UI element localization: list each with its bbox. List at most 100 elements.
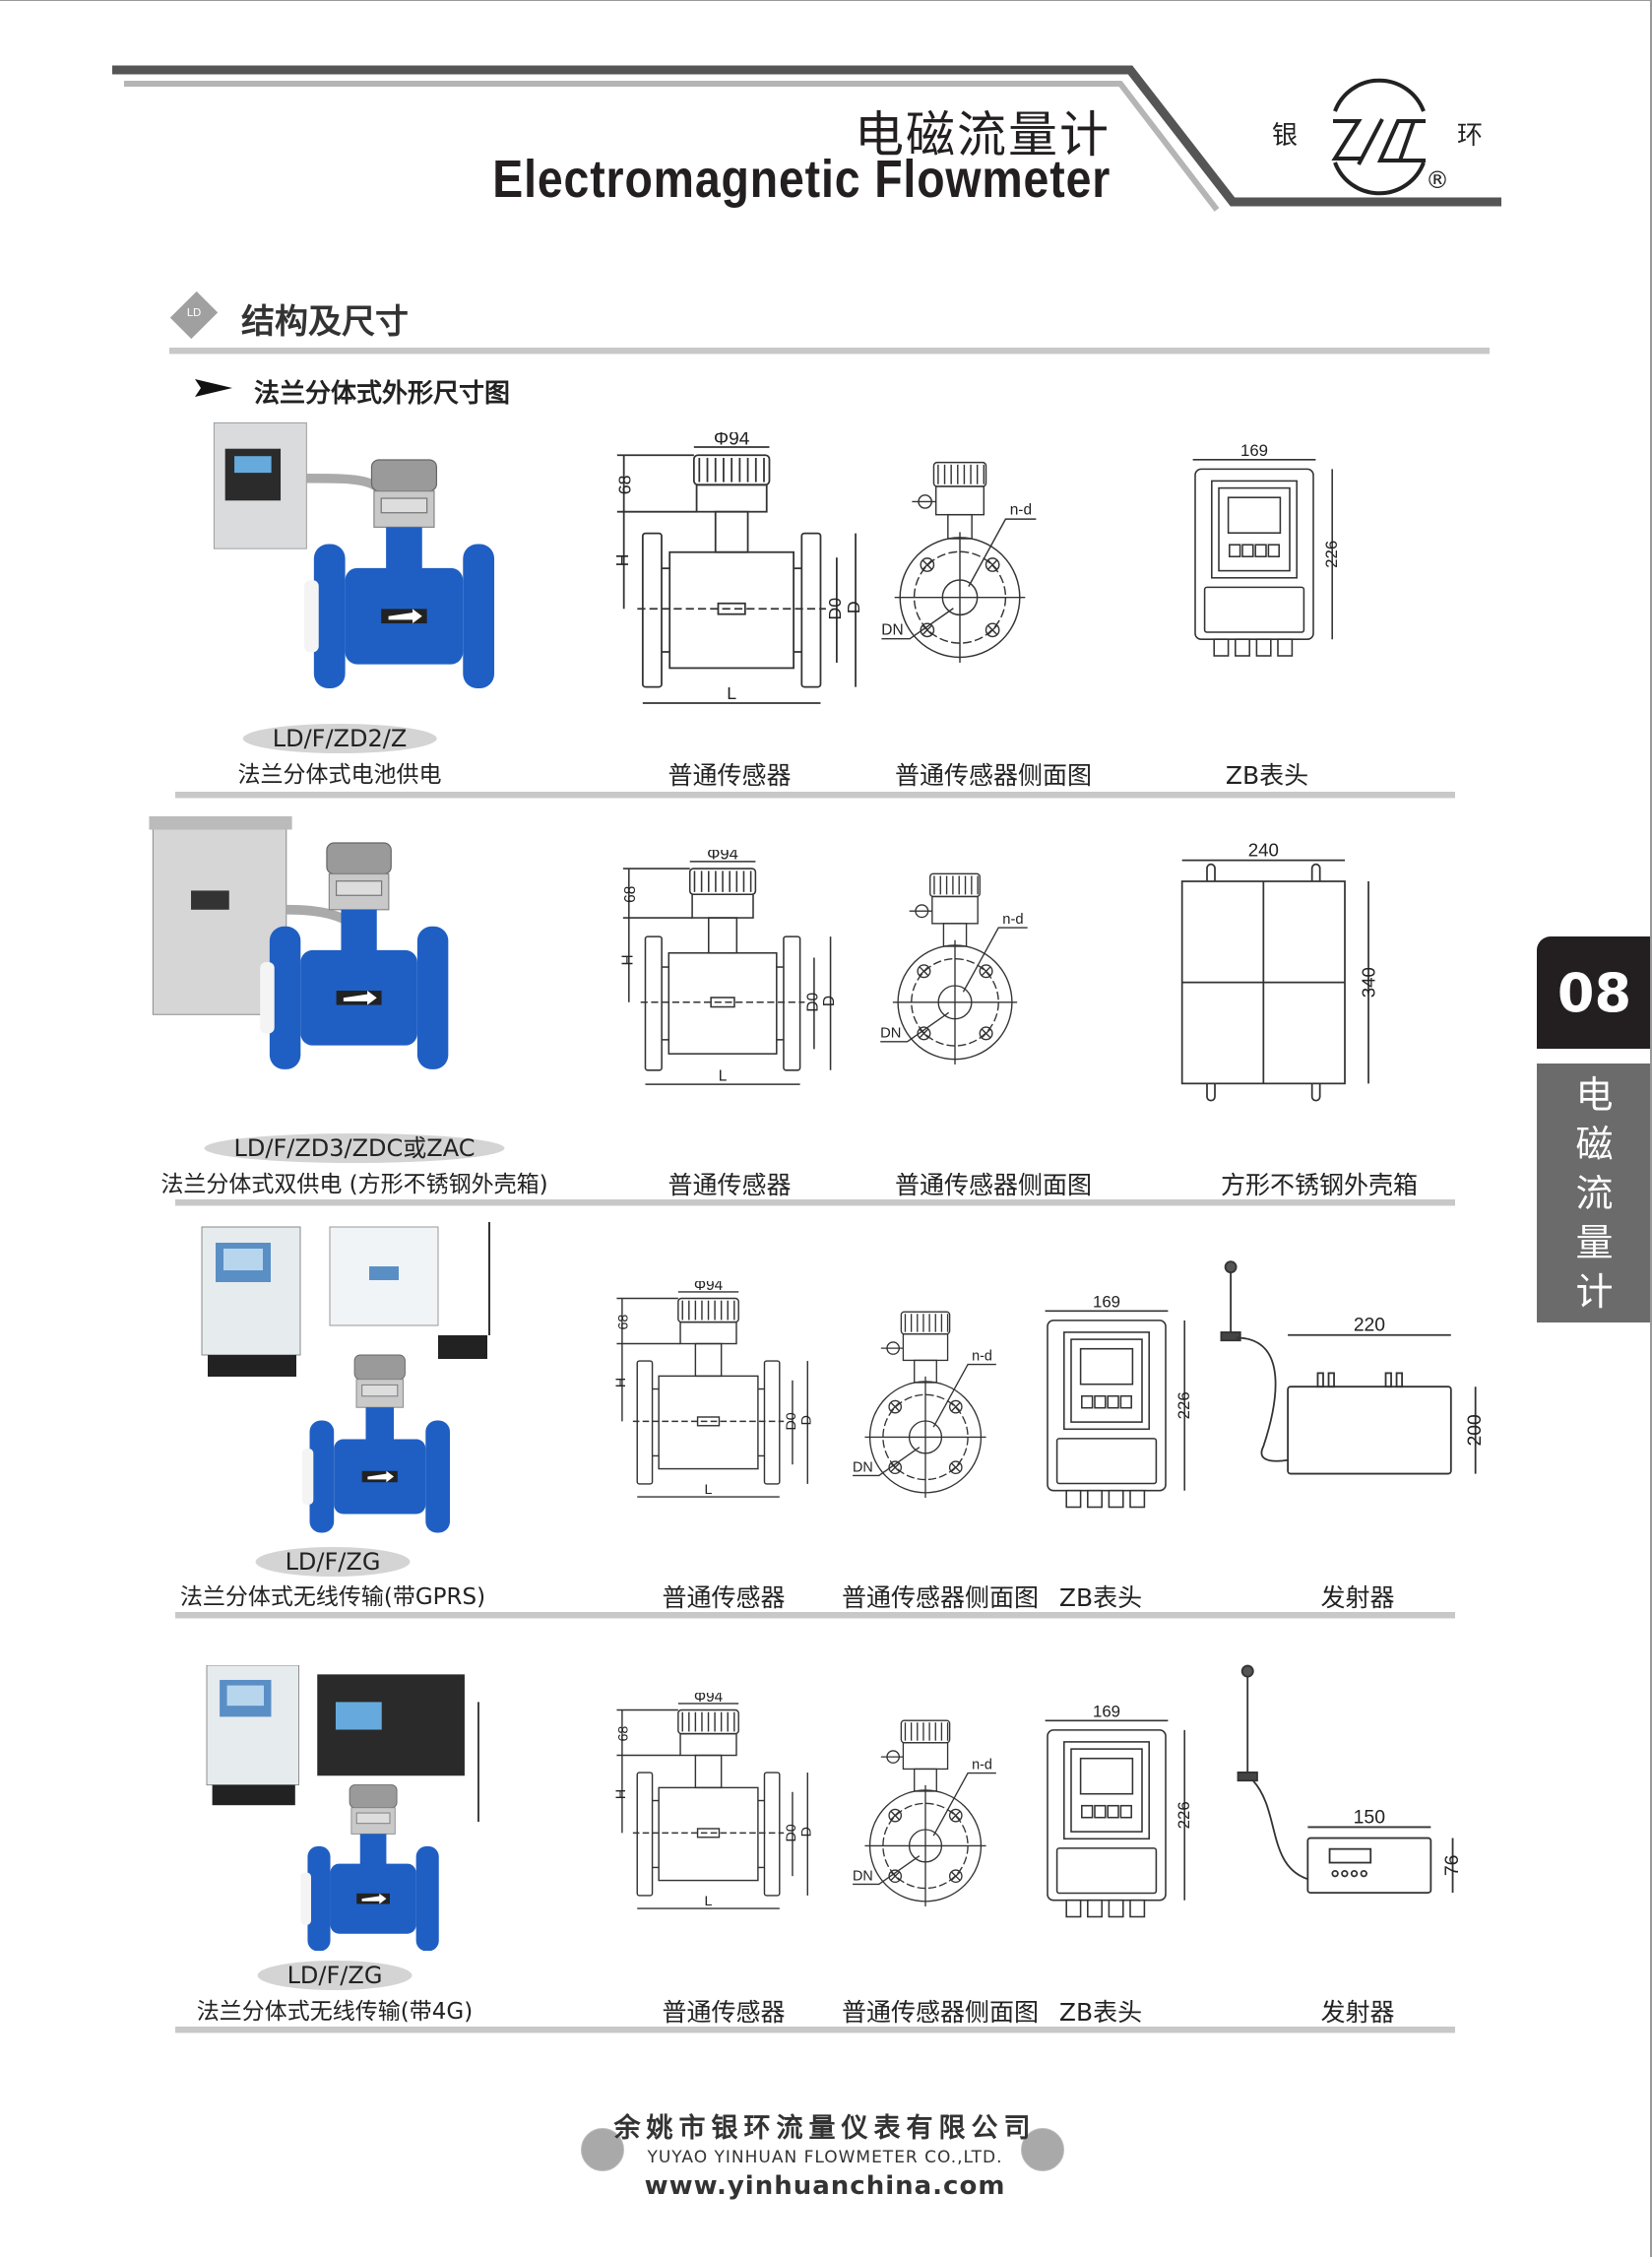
dim-nd-label: n-d xyxy=(1010,502,1032,519)
page-title-en: Electromagnetic Flowmeter xyxy=(492,150,1111,209)
footer-url[interactable]: www.yinhuanchina.com xyxy=(644,2171,1006,2201)
dim-nd-label: n-d xyxy=(972,1348,992,1364)
drawing-caption: 普通传感器 xyxy=(662,1998,786,2027)
dim-height-68-label: 68 xyxy=(615,475,635,494)
dim-height-label: 226 xyxy=(1175,1801,1193,1829)
dim-height-label: 226 xyxy=(1175,1391,1193,1419)
dim-height-68-label: 68 xyxy=(615,1315,631,1330)
dim-height-label: 226 xyxy=(1322,541,1341,568)
registered-mark: ® xyxy=(1426,166,1449,194)
section-badge: LD xyxy=(169,289,219,342)
dim-L-label: L xyxy=(705,1894,713,1909)
row-divider xyxy=(175,2027,1455,2033)
tab-char: 量 xyxy=(1575,1220,1614,1264)
dim-diameter-label: Φ94 xyxy=(694,1693,724,1706)
company-logo: 银 环 ® xyxy=(1260,70,1516,198)
subsection-title: 法兰分体式外形尺寸图 xyxy=(254,379,511,409)
chapter-title-tab: 电 磁 流 量 计 xyxy=(1537,1064,1650,1322)
header-rules xyxy=(112,65,1501,212)
dim-width-label: 169 xyxy=(1093,1293,1120,1312)
dim-D-label: D xyxy=(821,996,838,1006)
dim-DN-label: DN xyxy=(853,1868,873,1884)
chapter-number-tab: 08 xyxy=(1537,936,1650,1049)
flowmeter-sensor-image xyxy=(300,1784,439,1951)
flowmeter-sensor-image xyxy=(301,1354,450,1533)
dim-L-label: L xyxy=(705,1482,713,1498)
dim-width-label: 169 xyxy=(1093,1703,1120,1721)
drawing-caption: ZB表头 xyxy=(1058,1998,1143,2027)
sensor-side-drawing: n-dDN xyxy=(853,1311,996,1498)
section-divider xyxy=(169,348,1490,355)
dim-diameter-label: Φ94 xyxy=(707,850,738,864)
dim-width-label: 220 xyxy=(1354,1316,1385,1336)
dim-D-label: D xyxy=(844,601,863,613)
dim-H-label: H xyxy=(613,1378,629,1387)
drawing-caption: ZB表头 xyxy=(1058,1583,1143,1612)
model-description: 法兰分体式无线传输(带4G) xyxy=(196,1999,474,2025)
product-photo xyxy=(201,1222,490,1533)
dim-D-label: D xyxy=(799,1827,815,1837)
zb-head-drawing: 169 226 xyxy=(1045,1293,1193,1509)
tab-char: 计 xyxy=(1575,1269,1614,1314)
page-title-cn: 电磁流量计 xyxy=(855,106,1111,163)
dim-L-label: L xyxy=(727,683,736,703)
model-label: LD/F/ZG xyxy=(255,1547,411,1577)
arrow-right-icon xyxy=(195,379,232,397)
dim-H-label: H xyxy=(613,1789,629,1799)
logo-left-char: 银 xyxy=(1272,121,1299,151)
dim-height-label: 340 xyxy=(1359,967,1379,998)
product-photo xyxy=(206,1665,479,1951)
drawing-caption: 普通传感器侧面图 xyxy=(841,1998,1040,2027)
flowmeter-sensor-image xyxy=(260,842,449,1069)
dim-width-label: 169 xyxy=(1240,441,1268,460)
footer-company-en: YUYAO YINHUAN FLOWMETER CO.,LTD. xyxy=(647,2148,1003,2167)
dim-DN-label: DN xyxy=(880,1026,901,1042)
model-description: 法兰分体式电池供电 xyxy=(237,762,442,788)
dim-D0-label: D0 xyxy=(784,1824,799,1841)
dim-D0-label: D0 xyxy=(784,1412,799,1430)
dim-nd-label: n-d xyxy=(1002,912,1023,928)
zb-head-drawing: 169 226 xyxy=(1045,1703,1193,1918)
model-description: 法兰分体式无线传输(带GPRS) xyxy=(179,1584,486,1610)
dim-DN-label: DN xyxy=(881,621,903,638)
drawing-caption: 普通传感器 xyxy=(667,761,792,790)
sensor-side-drawing: n-dDN xyxy=(853,1719,996,1906)
dim-D0-label: D0 xyxy=(825,598,845,620)
dim-height-label: 200 xyxy=(1465,1414,1486,1446)
model-label: LD/F/ZD3/ZDC或ZAC xyxy=(204,1133,505,1163)
drawing-caption: 普通传感器侧面图 xyxy=(894,1171,1093,1199)
tab-char: 流 xyxy=(1575,1171,1614,1215)
zb-head-drawing: 169 226 xyxy=(1192,441,1341,657)
drawing-caption: 普通传感器侧面图 xyxy=(841,1583,1040,1612)
logo-right-char: 环 xyxy=(1457,121,1484,151)
dim-height-68-label: 68 xyxy=(615,1726,631,1742)
footer-dot-right xyxy=(1021,2128,1064,2171)
drawing-caption: 方形不锈钢外壳箱 xyxy=(1220,1171,1419,1199)
product-photo xyxy=(149,815,449,1069)
model-label: LD/F/ZG xyxy=(257,1961,413,1990)
drawing-caption: 普通传感器 xyxy=(662,1583,786,1612)
row-divider xyxy=(175,1612,1455,1619)
dim-H-label: H xyxy=(612,554,632,567)
drawing-caption: 发射器 xyxy=(1320,1998,1395,2027)
dim-height-label: 76 xyxy=(1441,1855,1463,1877)
model-label: LD/F/ZD2/Z xyxy=(242,724,437,753)
product-photo xyxy=(213,421,495,688)
drawing-caption: ZB表头 xyxy=(1225,761,1309,790)
tab-char: 电 xyxy=(1575,1072,1614,1117)
footer-company-cn: 余姚市银环流量仪表有限公司 xyxy=(613,2113,1037,2144)
footer-dot-left xyxy=(581,2128,624,2171)
dim-height-68-label: 68 xyxy=(622,886,639,903)
flowmeter-sensor-image xyxy=(304,459,495,688)
drawing-caption: 普通传感器侧面图 xyxy=(894,761,1093,790)
dim-DN-label: DN xyxy=(853,1459,873,1475)
drawing-caption: 普通传感器 xyxy=(667,1171,792,1199)
dim-nd-label: n-d xyxy=(972,1757,992,1773)
